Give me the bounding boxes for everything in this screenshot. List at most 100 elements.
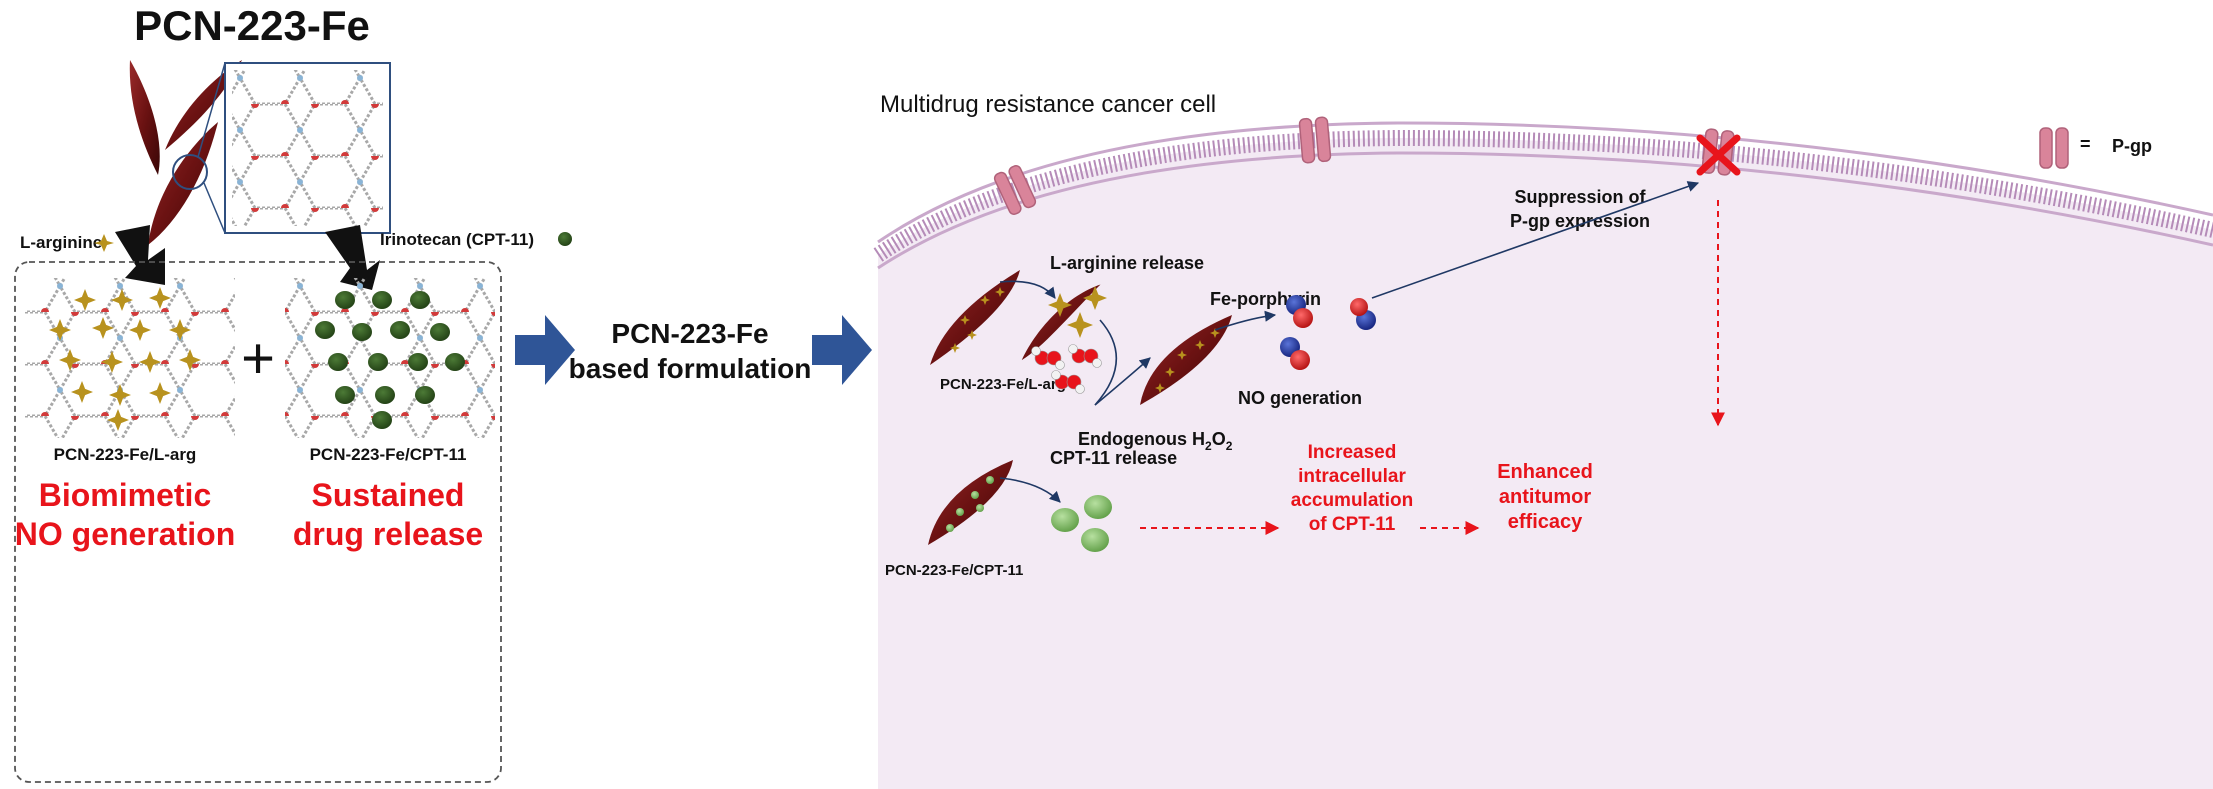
larg-star [49,319,71,341]
irinotecan-label: Irinotecan (CPT-11) [380,230,534,249]
endogenous-label: Endogenous H2O2 [1078,429,1233,453]
cpt-dot [335,386,355,404]
increased-l1: Increased [1308,442,1397,463]
h2o2-atom [1075,384,1085,394]
crystal-star [1210,328,1220,338]
cpt-dot [445,353,465,371]
pcn-cpt-label: PCN-223-Fe/CPT-11 [885,562,1023,579]
h2o2-atom [1068,344,1078,354]
cpt-dot [390,321,410,339]
pgp-legend-icon [2039,127,2069,169]
green-dot-icon [558,232,572,246]
pcn-larg-label: PCN-223-Fe/L-arg [940,376,1066,393]
larg-star [149,287,171,309]
cpt-dot [408,353,428,371]
cpt-dot [430,323,450,341]
cpt-dot [368,353,388,371]
crystal-star [1165,367,1175,377]
no-generation-label: NO generation [1238,388,1362,408]
cpt-dots [315,291,465,429]
panel-a-label: PCN-223-Fe/L-arg [54,445,197,464]
crystal-dot [971,491,979,499]
released-stars [1048,286,1107,338]
enhanced-l1: Enhanced [1497,461,1593,483]
pgp-label: P-gp [2112,136,2152,156]
enhanced-l3: efficacy [1508,511,1583,533]
blue-arrow-left [515,315,575,385]
lattice-larg [25,278,235,438]
formulation-panel [14,261,502,783]
larg-star [107,409,129,431]
crystal-star [950,343,960,353]
main-title: PCN-223-Fe [134,2,370,49]
enhanced-l2: antitumor [1499,486,1591,508]
larg-release-label: L-arginine release [1050,253,1204,273]
star-icon [94,234,114,252]
lattice-zoom-box [224,62,391,234]
released-star [1067,312,1093,338]
cpt-dot [415,386,435,404]
suppression-line1: Suppression of [1514,187,1646,207]
crystal-star [1177,350,1187,360]
cpt-dot [315,321,335,339]
crystal-star [960,315,970,325]
larg-star [59,349,81,371]
cpt-dot [372,411,392,429]
black-arrow-right [325,225,380,290]
larg-star [71,381,93,403]
larg-stars [49,287,201,431]
h2o2-atom [1051,370,1061,380]
cpt-release-label: CPT-11 release [1050,448,1177,468]
increased-l3: accumulation [1291,490,1413,511]
larg-star [169,319,191,341]
larg-star [74,289,96,311]
h2o2-atom [1092,358,1102,368]
red-a-line2: NO generation [15,516,235,552]
panel-b-label: PCN-223-Fe/CPT-11 [310,445,467,464]
no-molecules [1280,295,1376,370]
larg-star [111,289,133,311]
cpt-dot [335,291,355,309]
crystal-larg [930,270,1101,365]
red-b-line1: Sustained [312,477,465,513]
crystal-star [1195,340,1205,350]
h2o2-molecules [1031,344,1102,394]
zoom-circle [172,154,208,190]
cpt-dot [352,323,372,341]
suppression-line2: P-gp expression [1510,211,1650,231]
crystal-larg-stars [950,287,1005,353]
crystal-needles [129,60,242,245]
cpt-dot [410,291,430,309]
crystal-dot [956,508,964,516]
crystal-star [1155,383,1165,393]
crystal-star [967,330,977,340]
pgp-eq: = [2080,134,2091,154]
larg-star [101,351,123,373]
released-star [1048,293,1072,317]
pgp-channel-1 [993,165,1037,215]
crystal-dot [986,476,994,484]
black-arrow-left [115,225,165,285]
blue-arrow-right [812,315,872,385]
cpt-dot [375,386,395,404]
blocked-x-icon [1696,134,1741,176]
red-a-line1: Biomimetic [39,477,211,513]
larginine-label: L-arginine [20,233,102,252]
larg-star [129,319,151,341]
cpt-dot [372,291,392,309]
larg-star [139,351,161,373]
crystal-cpt-dots [946,476,994,532]
pgp-channel-2 [1298,116,1332,164]
middle-line2: based formulation [569,353,812,384]
increased-l4: of CPT-11 [1309,514,1396,535]
larg-star [149,382,171,404]
red-b-line2: drug release [293,516,483,552]
larg-star [92,317,114,339]
h2o2-atom [1055,360,1065,370]
plus-sign: + [241,326,275,391]
crystal-fe [1140,315,1232,405]
released-cpt-dots [1051,495,1112,552]
crystal-star [995,287,1005,297]
cpt-dot [328,353,348,371]
